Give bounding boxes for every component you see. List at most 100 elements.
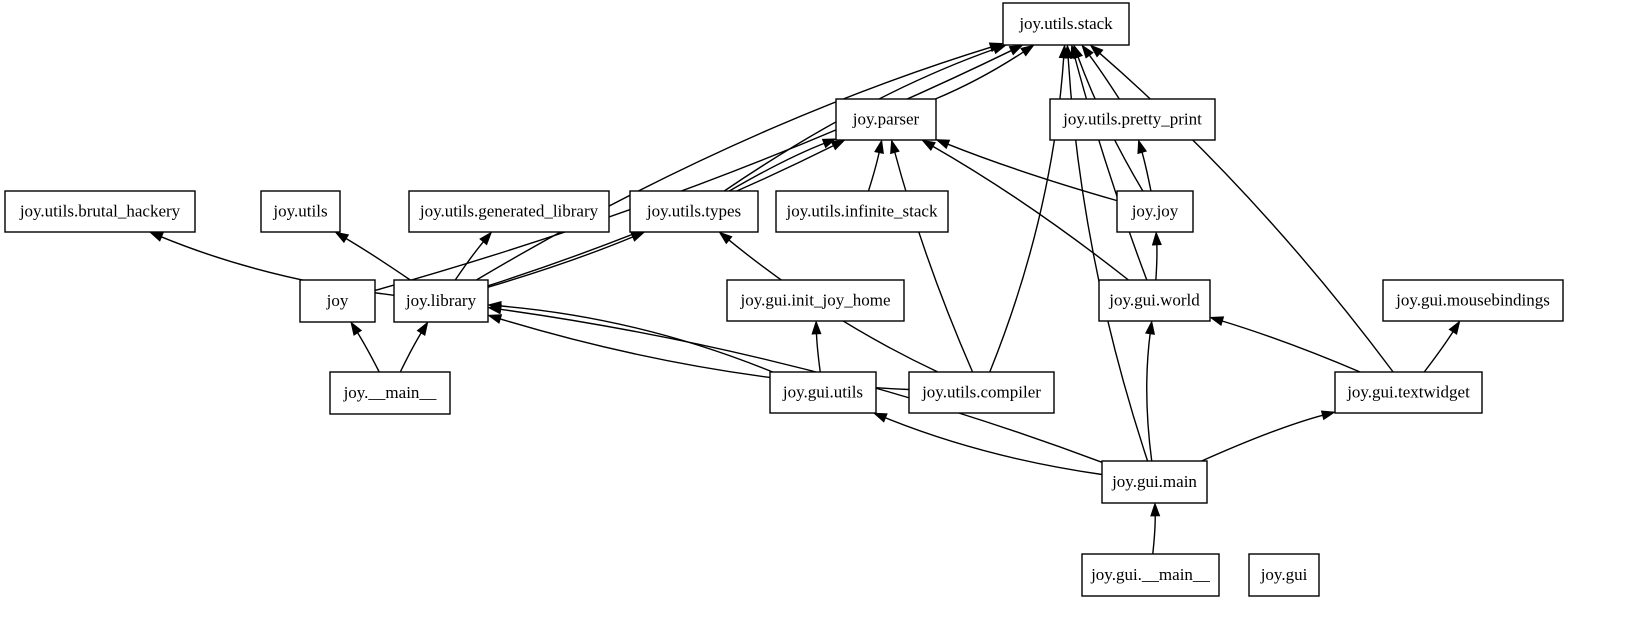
graph-node-init-joy-home[interactable]: joy.gui.init_joy_home: [726, 279, 905, 322]
graph-node-library[interactable]: joy.library: [393, 279, 489, 323]
node-box[interactable]: [1081, 553, 1220, 597]
edge-arrowhead: [992, 44, 1008, 55]
graph-edge-infinite-stack-to-parser: [867, 150, 881, 192]
graph-node-gui-mousebindings[interactable]: joy.gui.mousebindings: [1382, 279, 1564, 322]
graph-edge-gui-world-to-utils-stack: [1073, 55, 1148, 281]
edge-arrowhead: [1145, 320, 1156, 335]
graph-edge-gui-world-to-parser: [931, 144, 1129, 281]
node-box[interactable]: [329, 371, 451, 415]
edge-arrowhead: [1089, 44, 1104, 58]
node-box[interactable]: [393, 279, 489, 323]
edge-arrowhead: [1137, 139, 1148, 155]
edge-arrowhead: [821, 138, 837, 149]
node-box[interactable]: [260, 190, 341, 233]
edge-arrowhead: [334, 231, 350, 244]
graph-edge-gui-utils-to-library: [498, 305, 773, 373]
edge-arrowhead: [874, 139, 884, 155]
graph-edge-gui-main-to-gui-utils: [883, 416, 1103, 476]
graph-node-gui-main[interactable]: joy.gui.main: [1101, 460, 1208, 504]
edge-arrowhead: [487, 314, 503, 324]
node-box[interactable]: [1049, 98, 1216, 141]
graph-edge-joy-to-utils-stack: [374, 49, 1014, 292]
node-box[interactable]: [726, 279, 905, 322]
graph-node-joy-joy[interactable]: joy.joy: [1116, 190, 1194, 233]
graph-edge-gui-textwidget-to-gui-world: [1220, 319, 1361, 373]
edge-arrowhead: [1151, 231, 1162, 246]
node-box[interactable]: [769, 371, 877, 414]
graph-node-utils-compiler[interactable]: joy.utils.compiler: [908, 371, 1055, 414]
edge-arrowhead: [1320, 410, 1336, 421]
edge-arrowhead: [1150, 502, 1161, 517]
graph-node-utils[interactable]: joy.utils: [260, 190, 341, 233]
node-box[interactable]: [1098, 279, 1211, 322]
edge-arrowhead: [1448, 320, 1461, 335]
graph-edge-library-to-utils: [344, 237, 411, 281]
graph-node-generated-library[interactable]: joy.utils.generated_library: [408, 190, 610, 233]
graph-edge-gui-main-to-library: [498, 308, 1103, 463]
graph-node-gui-textwidget[interactable]: joy.gui.textwidget: [1334, 371, 1483, 414]
edge-arrowhead: [935, 139, 951, 150]
graph-node-utils-types[interactable]: joy.utils.types: [629, 190, 759, 233]
graph-node-main-mod[interactable]: joy.__main__: [329, 371, 451, 415]
node-box[interactable]: [1334, 371, 1483, 414]
edge-arrowhead: [830, 139, 846, 151]
edge-arrowhead: [1081, 44, 1094, 59]
graph-edge-library-to-utils-types: [487, 235, 635, 288]
graph-node-gui-main-mod[interactable]: joy.gui.__main__: [1081, 553, 1220, 597]
node-box[interactable]: [629, 190, 759, 233]
edge-arrowhead: [890, 139, 900, 155]
graph-edge-gui-main-to-gui-textwidget: [1201, 414, 1325, 462]
edge-arrowhead: [479, 231, 493, 246]
node-layer: joy.utils.stack joy.parser joy.utils.prett…: [4, 2, 1564, 597]
edge-arrowhead: [718, 231, 733, 245]
graph-node-utils-pretty[interactable]: joy.utils.pretty_print: [1049, 98, 1216, 141]
graph-edge-main-mod-to-joy: [356, 330, 380, 373]
node-box[interactable]: [1116, 190, 1194, 233]
graph-node-gui-utils[interactable]: joy.gui.utils: [769, 371, 877, 414]
node-box[interactable]: [299, 279, 376, 323]
graph-edge-utils-pretty-to-utils-stack: [1087, 53, 1120, 100]
graph-edge-main-mod-to-library: [399, 330, 423, 373]
edge-arrowhead: [630, 231, 646, 242]
node-box[interactable]: [908, 371, 1055, 414]
graph-edge-gui-utils-to-init-joy-home: [815, 331, 821, 373]
edge-arrowhead: [1073, 44, 1083, 60]
graph-node-utils-stack[interactable]: joy.utils.stack: [1002, 2, 1130, 46]
graph-edge-gui-main-to-gui-world: [1146, 331, 1153, 462]
edge-arrowhead: [350, 321, 363, 336]
node-box[interactable]: [1101, 460, 1208, 504]
graph-edge-gui-main-mod-to-gui-main: [1152, 513, 1156, 555]
graph-node-parser[interactable]: joy.parser: [835, 98, 937, 141]
node-box[interactable]: [4, 190, 196, 233]
edge-arrowhead: [1008, 44, 1024, 56]
graph-node-gui-world[interactable]: joy.gui.world: [1098, 279, 1211, 322]
graph-edge-gui-textwidget-to-gui-mousebindings: [1423, 329, 1455, 373]
node-box[interactable]: [408, 190, 610, 233]
node-box[interactable]: [1002, 2, 1130, 46]
node-box[interactable]: [835, 98, 937, 141]
edge-arrowhead: [811, 320, 822, 335]
graph-edge-joy-joy-to-parser: [945, 142, 1118, 202]
node-box[interactable]: [775, 190, 949, 233]
graph-edge-gui-textwidget-to-utils-stack: [1098, 51, 1394, 373]
graph-edge-library-to-utils-stack: [476, 45, 993, 281]
graph-node-infinite-stack[interactable]: joy.utils.infinite_stack: [775, 190, 949, 233]
graph-node-brutal-hackery[interactable]: joy.utils.brutal_hackery: [4, 190, 196, 233]
edge-arrowhead: [1209, 316, 1225, 326]
graph-node-gui[interactable]: joy.gui: [1248, 553, 1320, 597]
graph-edge-utils-types-to-parser: [728, 142, 826, 192]
edge-arrowhead: [148, 231, 164, 242]
graph-edge-library-to-generated-library: [454, 239, 486, 281]
graph-edge-joy-joy-to-utils-pretty: [1140, 150, 1152, 192]
node-box[interactable]: [1248, 553, 1320, 597]
edge-arrowhead: [921, 139, 936, 151]
graph-edge-utils-compiler-to-parser: [893, 150, 974, 373]
graph-node-joy[interactable]: joy: [299, 279, 376, 323]
edge-arrowhead: [1063, 44, 1074, 59]
edge-arrowhead: [487, 304, 502, 315]
edge-arrowhead: [1020, 44, 1035, 57]
node-box[interactable]: [1382, 279, 1564, 322]
edge-arrowhead: [872, 412, 888, 423]
